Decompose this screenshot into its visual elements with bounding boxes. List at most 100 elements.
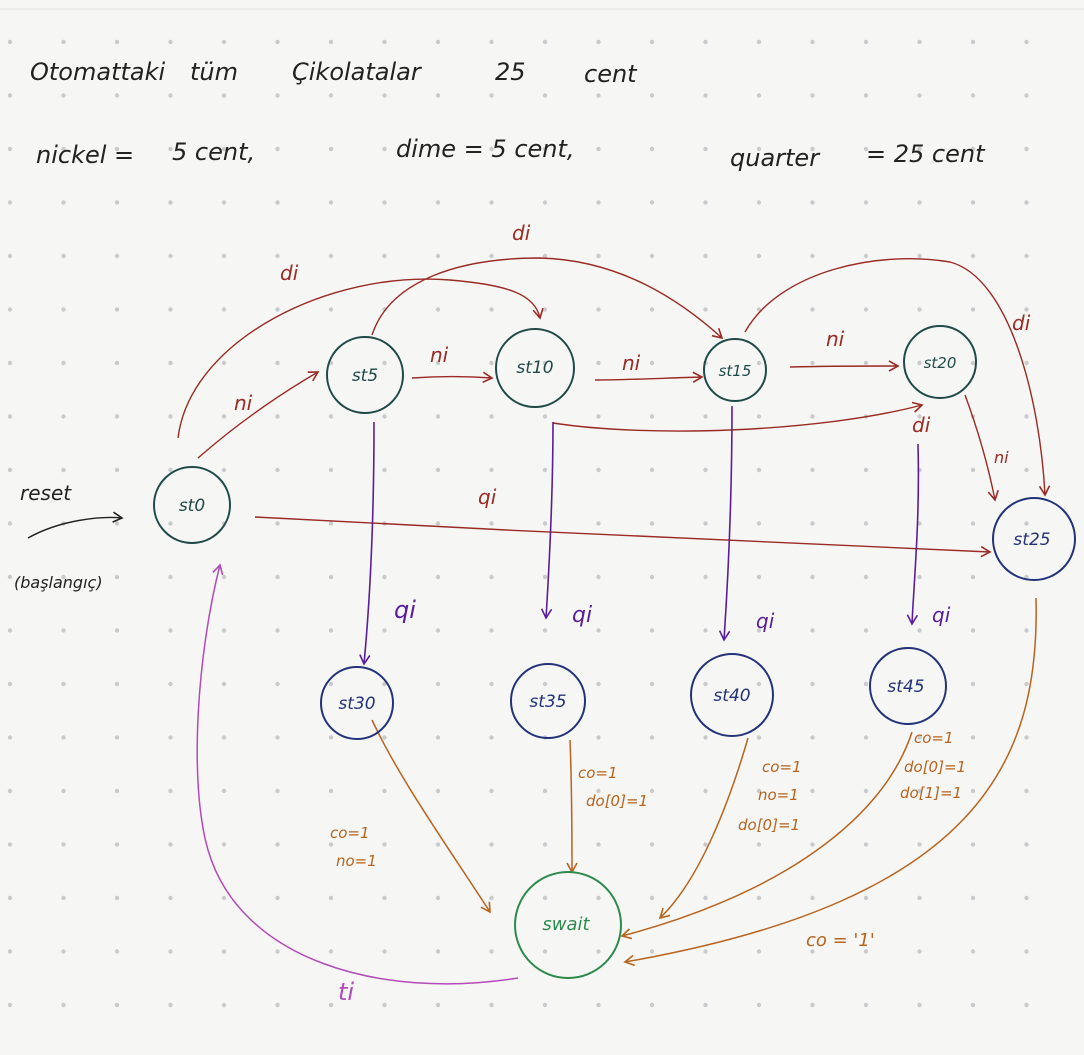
grid-dot <box>168 253 173 259</box>
grid-dot <box>7 39 13 45</box>
grid-dot <box>168 681 173 687</box>
grid-dot <box>542 842 548 847</box>
grid-dot <box>1024 414 1029 419</box>
grid-dot <box>328 788 334 794</box>
header-word-4: 25 <box>495 58 526 86</box>
grid-dot <box>489 895 494 901</box>
grid-dot <box>221 681 227 687</box>
grid-dot <box>114 414 120 419</box>
grid-dot <box>703 895 708 901</box>
grid-dot <box>917 253 922 259</box>
out-st45-co: co=1 <box>914 729 954 747</box>
grid-dot <box>810 681 815 687</box>
grid-dot <box>1024 521 1029 526</box>
grid-dot <box>489 1002 494 1008</box>
grid-dot <box>596 146 601 152</box>
grid-dot <box>328 39 334 45</box>
grid-dot <box>168 521 173 526</box>
grid-dot <box>649 414 655 419</box>
state-label-st15: st15 <box>719 362 752 380</box>
grid-dot <box>489 200 494 205</box>
grid-dot <box>382 735 387 740</box>
grid-dot <box>328 200 334 205</box>
state-label-st5: st5 <box>352 366 378 386</box>
grid-dot <box>917 39 922 45</box>
grid-dot <box>1024 307 1029 312</box>
grid-dot <box>703 307 708 312</box>
label-st0-st5-ni: ni <box>234 391 253 415</box>
grid-dot <box>970 146 976 152</box>
grid-dot <box>489 253 494 259</box>
grid-dot <box>1024 360 1029 366</box>
grid-dot <box>1024 842 1029 847</box>
edge-st45-swait <box>620 731 913 940</box>
grid-dot <box>275 467 280 473</box>
grid-dot <box>61 681 66 687</box>
grid-dot <box>863 895 869 901</box>
grid-dot <box>810 467 815 473</box>
state-swait <box>514 871 622 979</box>
grid-dot <box>542 467 548 473</box>
grid-dot <box>596 842 601 847</box>
grid-dot <box>221 1002 227 1008</box>
state-st30 <box>320 666 394 740</box>
state-st45 <box>869 647 947 725</box>
edge-st20-st25-ni <box>964 394 999 502</box>
grid-dot <box>382 788 387 794</box>
orange-transitions <box>371 597 1037 967</box>
grid-dot <box>970 253 976 259</box>
grid-dot <box>435 93 441 98</box>
grid-dot <box>703 414 708 419</box>
grid-dot <box>114 253 120 259</box>
grid-dot <box>489 93 494 98</box>
grid-dot <box>756 200 762 205</box>
grid-dot <box>542 39 548 45</box>
state-st15 <box>703 338 767 402</box>
grid-dot <box>61 574 66 580</box>
label-st0-st10-di: di <box>280 261 299 285</box>
grid-dot <box>221 735 227 740</box>
grid-dot <box>7 200 13 205</box>
grid-dot <box>114 467 120 473</box>
grid-dot <box>1024 628 1029 633</box>
grid-dot <box>328 93 334 98</box>
grid-dot <box>756 253 762 259</box>
grid-dot <box>542 949 548 954</box>
grid-dot <box>328 842 334 847</box>
state-st35 <box>510 663 586 739</box>
grid-dot <box>863 200 869 205</box>
grid-dot <box>756 1002 762 1008</box>
grid-dot <box>863 39 869 45</box>
grid-dot <box>863 628 869 633</box>
edge-st0-st25-qi <box>254 516 992 558</box>
grid-dot <box>382 574 387 580</box>
grid-dot <box>61 93 66 98</box>
grid-dot <box>7 788 13 794</box>
grid-dot <box>61 307 66 312</box>
grid-dot <box>970 93 976 98</box>
grid-dot <box>221 842 227 847</box>
grid-dot <box>328 414 334 419</box>
grid-dot <box>542 574 548 580</box>
grid-dot <box>1024 681 1029 687</box>
grid-dot <box>1024 39 1029 45</box>
states <box>153 325 1076 979</box>
quarter-label: quarter <box>730 144 821 172</box>
grid-dot <box>221 574 227 580</box>
grid-dot <box>810 39 815 45</box>
grid-dot <box>596 628 601 633</box>
grid-dot <box>596 1002 601 1008</box>
grid-dot <box>756 360 762 366</box>
grid-dot <box>328 681 334 687</box>
grid-dot <box>810 521 815 526</box>
grid-dot <box>1024 788 1029 794</box>
grid-dot <box>275 1002 280 1008</box>
grid-dot <box>382 93 387 98</box>
grid-dot <box>810 628 815 633</box>
grid-dot <box>756 681 762 687</box>
grid-dot <box>61 628 66 633</box>
reset-label: reset <box>20 481 72 505</box>
output-annotations: co=1 no=1 co=1 do[0]=1 co=1 no=1 do[0]=1… <box>330 729 966 951</box>
grid-dot <box>917 200 922 205</box>
grid-dot <box>596 253 601 259</box>
